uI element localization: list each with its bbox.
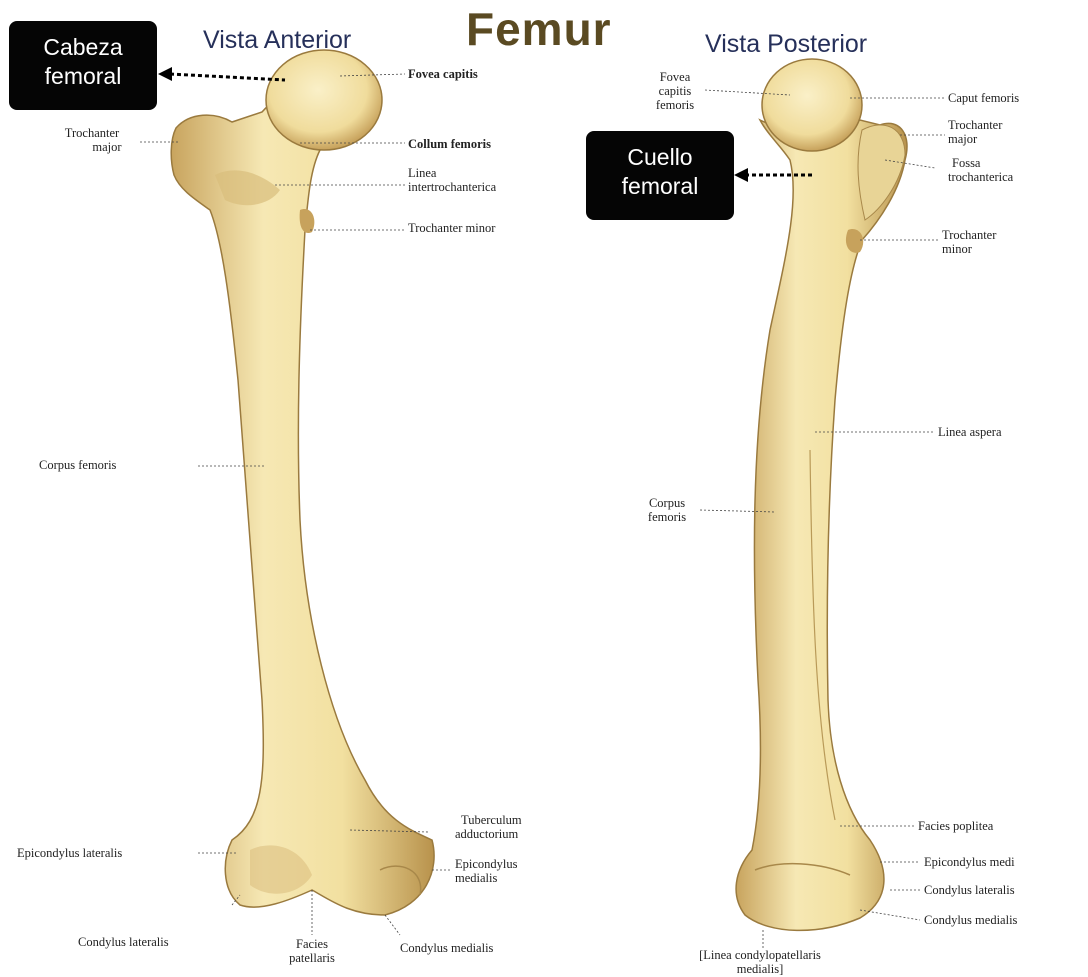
label-condylus-lateralis-posterior: Condylus lateralis bbox=[924, 883, 1015, 897]
label-line: Tuberculum bbox=[455, 813, 522, 827]
label-line: minor bbox=[942, 242, 996, 256]
label-trochanter-major: Trochanter major bbox=[42, 126, 142, 154]
label-linea-condylopatellaris: [Linea condylopatellaris medialis] bbox=[655, 948, 865, 976]
label-trochanter-major-posterior: Trochanter major bbox=[948, 118, 1002, 146]
cuello-arrowhead bbox=[734, 168, 748, 182]
anterior-femur bbox=[171, 50, 434, 915]
label-corpus-femoris-posterior: Corpus femoris bbox=[632, 496, 702, 524]
label-line: Linea bbox=[408, 166, 496, 180]
label-fovea-capitis-femoris: Fovea capitis femoris bbox=[640, 70, 710, 112]
label-line: trochanterica bbox=[948, 170, 1013, 184]
label-line: major bbox=[948, 132, 1002, 146]
label-line: Trochanter bbox=[42, 126, 142, 140]
label-fossa-trochanterica: Fossa trochanterica bbox=[948, 156, 1013, 184]
label-collum-femoris: Collum femoris bbox=[408, 137, 491, 151]
label-epicondylus-medialis: Epicondylus medialis bbox=[455, 857, 518, 885]
label-caput-femoris: Caput femoris bbox=[948, 91, 1019, 105]
posterior-femur bbox=[736, 59, 907, 930]
label-line: Trochanter bbox=[942, 228, 996, 242]
posterior-view-title: Vista Posterior bbox=[705, 30, 867, 59]
label-epicondylus-medialis-posterior: Epicondylus medi bbox=[924, 855, 1015, 869]
label-line: medialis bbox=[455, 871, 518, 885]
label-line: Fossa bbox=[948, 156, 1013, 170]
label-epicondylus-lateralis: Epicondylus lateralis bbox=[17, 846, 122, 860]
label-line: adductorium bbox=[455, 827, 522, 841]
cabeza-femoral-callout: Cabeza femoral bbox=[9, 21, 157, 110]
label-line: medialis] bbox=[655, 962, 865, 976]
label-linea-aspera: Linea aspera bbox=[938, 425, 1002, 439]
label-line: patellaris bbox=[272, 951, 352, 965]
label-line: capitis bbox=[640, 84, 710, 98]
cuello-femoral-callout: Cuello femoral bbox=[586, 131, 734, 220]
label-condylus-lateralis: Condylus lateralis bbox=[78, 935, 169, 949]
callout-text-line: Cuello bbox=[586, 143, 734, 172]
page-title: Femur bbox=[466, 2, 612, 56]
label-facies-patellaris: Facies patellaris bbox=[272, 937, 352, 965]
label-line: Fovea bbox=[640, 70, 710, 84]
label-line: femoris bbox=[640, 98, 710, 112]
label-tuberculum-adductorium: Tuberculum adductorium bbox=[455, 813, 522, 841]
label-corpus-femoris: Corpus femoris bbox=[39, 458, 116, 472]
callout-text-line: femoral bbox=[9, 62, 157, 91]
label-fovea-capitis: Fovea capitis bbox=[408, 67, 478, 81]
label-facies-poplitea: Facies poplitea bbox=[918, 819, 993, 833]
label-condylus-medialis: Condylus medialis bbox=[400, 941, 493, 955]
label-line: major bbox=[42, 140, 142, 154]
label-line: Corpus bbox=[632, 496, 702, 510]
callout-text-line: Cabeza bbox=[9, 33, 157, 62]
cabeza-arrowhead bbox=[158, 67, 172, 81]
label-line: [Linea condylopatellaris bbox=[655, 948, 865, 962]
label-line: femoris bbox=[632, 510, 702, 524]
label-line: Trochanter bbox=[948, 118, 1002, 132]
label-line: intertrochanterica bbox=[408, 180, 496, 194]
label-condylus-medialis-posterior: Condylus medialis bbox=[924, 913, 1017, 927]
anterior-view-title: Vista Anterior bbox=[203, 26, 351, 55]
label-linea-intertrochanterica: Linea intertrochanterica bbox=[408, 166, 496, 194]
callout-text-line: femoral bbox=[586, 172, 734, 201]
label-trochanter-minor: Trochanter minor bbox=[408, 221, 495, 235]
label-line: Epicondylus bbox=[455, 857, 518, 871]
label-line: Facies bbox=[272, 937, 352, 951]
label-trochanter-minor-posterior: Trochanter minor bbox=[942, 228, 996, 256]
